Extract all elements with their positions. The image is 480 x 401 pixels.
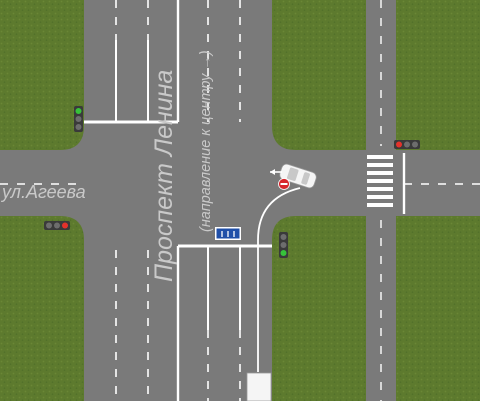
traffic-light-north-west [74,106,83,132]
signal-lamp-red [62,222,68,229]
turn-arrow-icon [270,169,282,175]
road-corner-sw [60,216,84,240]
side-street-road [0,150,480,216]
side-street-label: ул.Агеева [0,182,86,202]
traffic-light-west [44,221,70,230]
road-corner-se [272,216,296,240]
signal-lamp-green [280,250,287,256]
no-entry-sign-icon [278,178,290,190]
avenue-direction-label: (направление к центру →) [198,50,214,232]
car-icon [279,163,317,189]
signal-lamp-red [396,141,402,148]
traffic-light-south [279,232,288,258]
traffic-light-east [394,140,420,149]
road-corner-nw [60,126,84,150]
road-corner-ne [272,126,296,150]
truck-icon [246,372,272,401]
lane-direction-sign-icon [215,227,241,240]
pedestrian-crossing [367,155,393,207]
avenue-name-label: Проспект Ленина [150,70,178,282]
signal-lamp-green [75,108,82,114]
